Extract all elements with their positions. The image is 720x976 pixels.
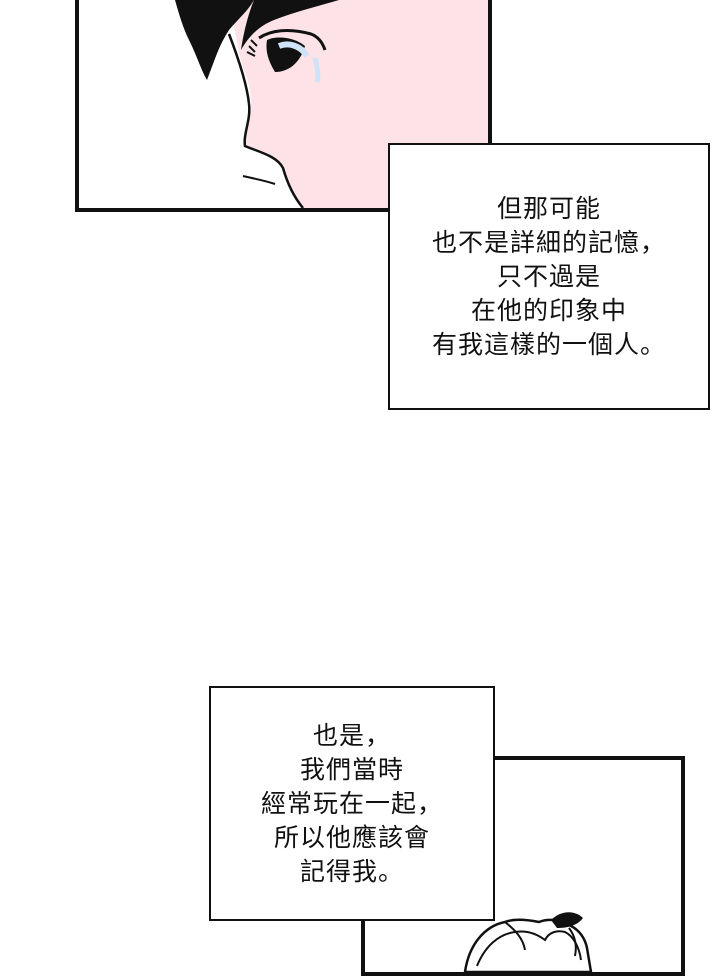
narration-text-2: 也是， 我們當時 經常玩在一起， 所以他應該會 記得我。 <box>261 721 443 886</box>
narration-line: 只不過是 <box>496 262 601 291</box>
narration-line: 經常玩在一起， <box>260 789 443 818</box>
narration-box-1: 但那可能 也不是詳細的記憶， 只不過是 在他的印象中 有我這樣的一個人。 <box>388 143 710 410</box>
head-illustration <box>463 912 593 972</box>
narration-line: 也不是詳細的記憶， <box>431 228 666 257</box>
narration-text-1: 但那可能 也不是詳細的記憶， 只不過是 在他的印象中 有我這樣的一個人。 <box>432 194 666 359</box>
narration-line: 記得我。 <box>299 857 404 886</box>
narration-line: 所以他應該會 <box>273 823 430 852</box>
narration-line: 我們當時 <box>299 755 404 784</box>
narration-line: 有我這樣的一個人。 <box>431 330 666 359</box>
narration-box-2: 也是， 我們當時 經常玩在一起， 所以他應該會 記得我。 <box>209 686 495 921</box>
narration-line: 在他的印象中 <box>470 296 627 325</box>
narration-line: 也是， <box>312 721 391 750</box>
narration-line: 但那可能 <box>496 194 601 223</box>
